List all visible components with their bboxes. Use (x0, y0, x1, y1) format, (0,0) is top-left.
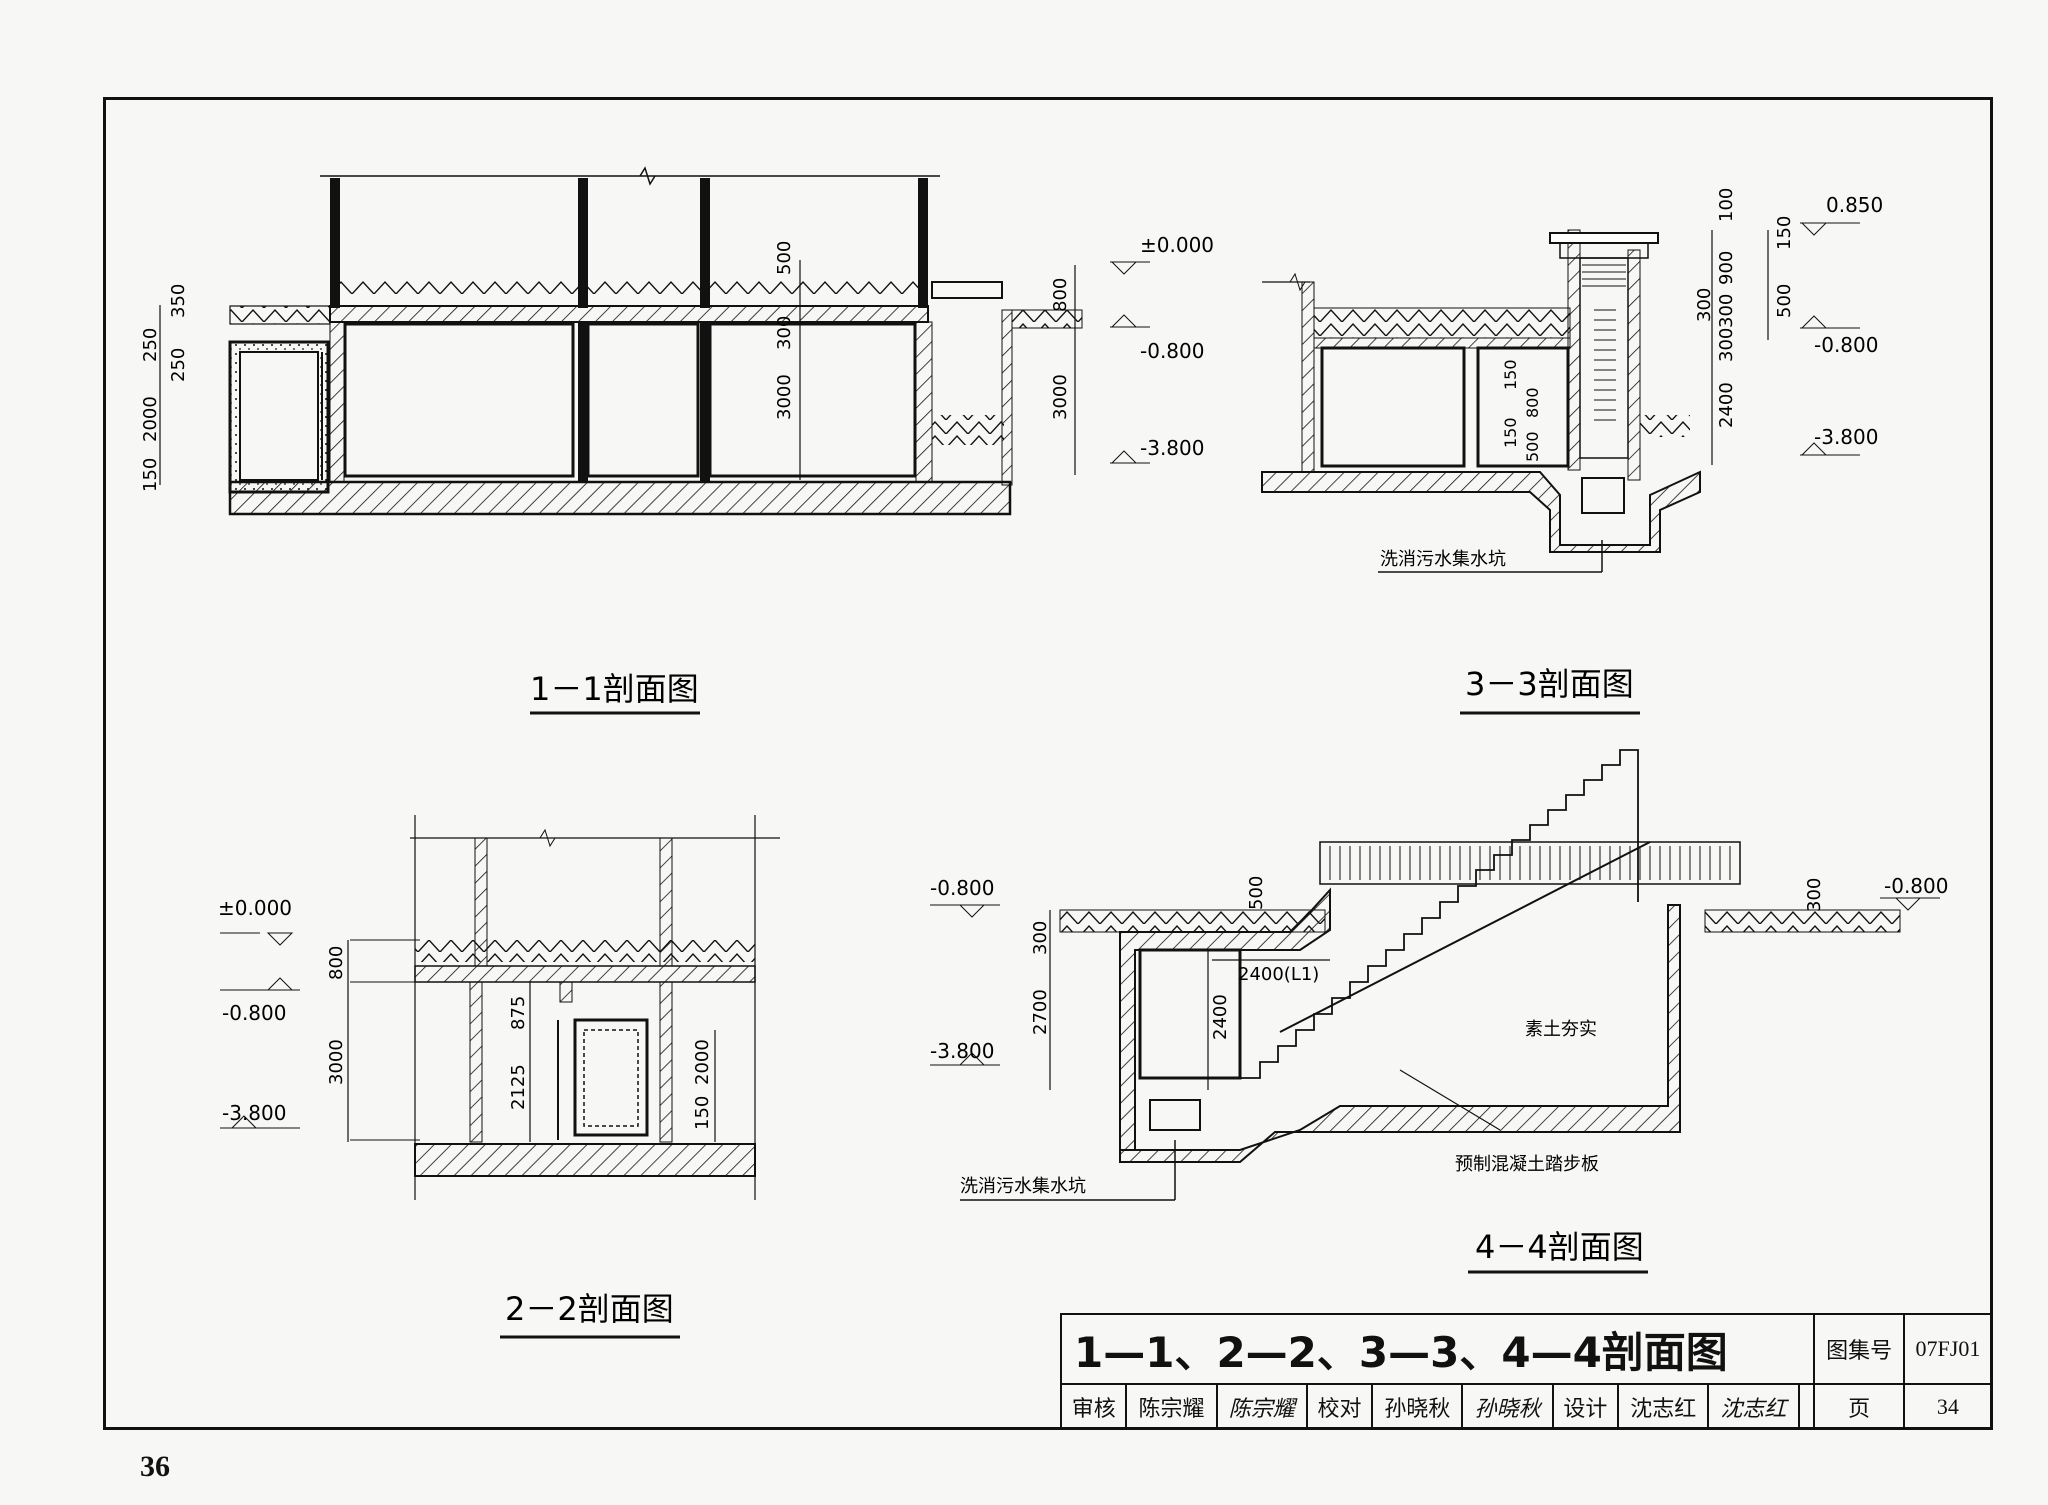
s11-dim-m1: 300 (774, 316, 795, 350)
s11-level-2: -3.800 (1140, 436, 1204, 460)
section-2-2: ±0.000 -0.800 -3.800 800 3000 875 2125 2… (218, 815, 780, 1339)
s33-dim-a7: 2400 (1716, 382, 1737, 428)
s33-dim-i1: 800 (1523, 387, 1542, 418)
designer-signature: 沈志红 (1707, 1383, 1800, 1430)
s44-level-1: -3.800 (930, 1039, 994, 1063)
s44-dim-3: 2400(L1) (1238, 964, 1319, 985)
drawing-frame (103, 97, 1993, 1430)
designer-name: 沈志红 (1617, 1383, 1710, 1430)
s11-dim-l3: 2000 (140, 396, 161, 442)
check-label: 校对 (1305, 1383, 1374, 1430)
section-3-3: 洗消污水集水坑 100 150 900 500 300 300 300 2400… (1261, 188, 1883, 715)
s33-dim-a3: 500 (1774, 284, 1795, 318)
s44-dim-0: 500 (1246, 876, 1267, 910)
drawing-title: 1—1、2—2、3—3、4—4剖面图 (1059, 1313, 1816, 1385)
section-4-4: 素土夯实 预制混凝土踏步板 洗消污水集水坑 -0.800 -3.800 -0.8… (930, 749, 1948, 1274)
s22-dim-i0: 875 (508, 996, 529, 1030)
s44-dim-4: 2400 (1210, 994, 1231, 1040)
title-block: 1—1、2—2、3—3、4—4剖面图 图集号 07FJ01 审核 陈宗耀 陈宗耀… (1059, 1313, 1994, 1430)
s44-note-2: 洗消污水集水坑 (960, 1176, 1086, 1197)
s44-note-0: 素土夯实 (1525, 1019, 1597, 1040)
s33-note: 洗消污水集水坑 (1380, 549, 1506, 570)
spacer-cell (1797, 1383, 1816, 1430)
s22-dim-l1: 3000 (326, 1039, 347, 1085)
s33-dim-a5: 300 (1694, 288, 1715, 322)
s11-dim-m2: 3000 (774, 374, 795, 420)
s44-level-0: -0.800 (930, 876, 994, 900)
s33-title: 3－3剖面图 (1465, 665, 1634, 703)
page-number-cell: 34 (1902, 1383, 1994, 1430)
s11-title: 1－1剖面图 (530, 670, 699, 708)
s33-dim-i0: 150 (1501, 359, 1520, 390)
s22-dim-i3: 150 (692, 1096, 713, 1130)
design-label: 设计 (1551, 1383, 1620, 1430)
reviewer-name: 陈宗耀 (1125, 1383, 1218, 1430)
s33-level-1: -0.800 (1814, 333, 1878, 357)
section-1-1: ±0.000 -0.800 -3.800 350 250 250 2000 15… (140, 166, 1214, 715)
s22-dim-i1: 2125 (508, 1064, 529, 1110)
s11-dim-l1: 250 (140, 328, 161, 362)
page-label: 页 (1813, 1383, 1905, 1430)
s11-dim-r0: 800 (1050, 278, 1071, 312)
s44-level-2: -0.800 (1884, 874, 1948, 898)
s22-level-2: -3.800 (222, 1101, 286, 1125)
s33-dim-a0: 100 (1716, 188, 1737, 222)
s22-title: 2－2剖面图 (505, 1290, 674, 1328)
s22-dim-i2: 2000 (692, 1039, 713, 1085)
s11-level-1: -0.800 (1140, 339, 1204, 363)
s22-level-0: ±0.000 (218, 896, 292, 920)
reviewer-signature: 陈宗耀 (1215, 1383, 1308, 1430)
atlas-label: 图集号 (1813, 1313, 1905, 1385)
sheet-page-number: 36 (140, 1450, 170, 1483)
s11-dim-l4: 150 (140, 458, 161, 492)
s11-level-0: ±0.000 (1140, 233, 1214, 257)
s11-dim-m0: 500 (774, 241, 795, 275)
s33-dim-a6: 300 (1716, 328, 1737, 362)
s44-dim-5: 300 (1804, 878, 1825, 912)
s11-dim-l0: 350 (168, 284, 189, 318)
checker-signature: 孙晓秋 (1461, 1383, 1554, 1430)
s44-note-1: 预制混凝土踏步板 (1455, 1154, 1599, 1175)
s11-dim-r1: 3000 (1050, 374, 1071, 420)
s11-dim-l2: 250 (168, 348, 189, 382)
s33-level-2: -3.800 (1814, 425, 1878, 449)
s22-level-1: -0.800 (222, 1001, 286, 1025)
s33-dim-a1: 150 (1774, 216, 1795, 250)
atlas-number: 07FJ01 (1902, 1313, 1994, 1385)
s44-title: 4－4剖面图 (1475, 1228, 1644, 1266)
s22-dim-l0: 800 (326, 946, 347, 980)
s44-dim-2: 2700 (1030, 989, 1051, 1035)
s33-dim-a2: 900 (1716, 251, 1737, 285)
checker-name: 孙晓秋 (1371, 1383, 1464, 1430)
s44-dim-1: 300 (1030, 921, 1051, 955)
s33-dim-i2: 150 (1501, 417, 1520, 448)
s33-level-0: 0.850 (1826, 193, 1883, 217)
review-label: 审核 (1059, 1383, 1128, 1430)
s33-dim-i3: 500 (1523, 431, 1542, 462)
s33-dim-a4: 300 (1716, 294, 1737, 328)
